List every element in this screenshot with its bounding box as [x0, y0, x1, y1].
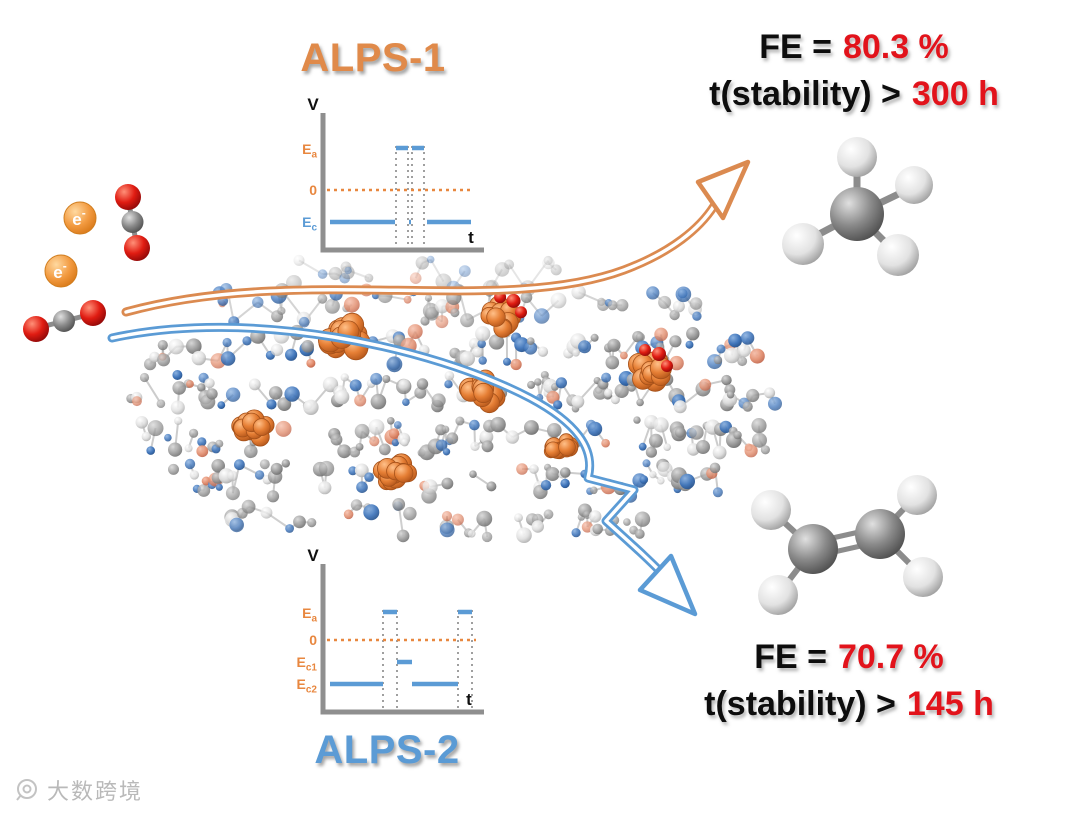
hydrogen-atom — [837, 137, 877, 177]
hydrogen-atom — [897, 475, 937, 515]
electron-badge: e- — [63, 201, 97, 235]
oxygen-atom — [124, 235, 150, 261]
arrow-to-ethylene — [107, 322, 698, 617]
ethylene-result-text: FE = 70.7 % t(stability) > 145 h — [626, 634, 1072, 728]
oxygen-atom — [23, 316, 49, 342]
plot2-waveform — [330, 609, 472, 687]
plot2-ea-label: Ea — [302, 605, 317, 625]
plot2-zero-label: 0 — [309, 632, 317, 648]
stability-line: t(stability) > 145 h — [626, 681, 1072, 728]
plot1-t-axis-label: t — [468, 228, 474, 247]
electron-circle — [44, 254, 78, 288]
fe-line: FE = 70.7 % — [626, 634, 1072, 681]
hydrogen-atom — [782, 223, 824, 265]
electron-circle — [63, 201, 97, 235]
stability-line: t(stability) > 300 h — [636, 71, 1072, 118]
oxygen-atom — [115, 184, 141, 210]
blue-arrowhead-icon — [637, 553, 698, 617]
carbon-atom — [53, 310, 75, 332]
plot1-v-axis-label: V — [307, 95, 319, 114]
alps2-waveform-plot: V t Ea 0 Ec1 Ec2 — [297, 546, 484, 715]
stability-value: 145 h — [906, 684, 994, 723]
plot1-ea-label: Ea — [302, 141, 317, 161]
fe-line: FE = 80.3 % — [636, 24, 1072, 71]
hydrogen-atom — [751, 490, 791, 530]
carbon-atom — [121, 211, 144, 233]
fe-prefix: FE = — [759, 28, 832, 66]
electron-label: e- — [72, 206, 85, 229]
plot2-t-axis-label: t — [466, 690, 472, 709]
ethylene-molecule — [751, 475, 943, 615]
plot1-waveform — [330, 145, 471, 225]
orange-arrowhead-icon — [695, 159, 751, 221]
co2-molecule-1 — [115, 184, 150, 261]
watermark: 大数跨境 — [14, 774, 143, 806]
electron-label: e- — [53, 259, 66, 282]
watermark-text: 大数跨境 — [47, 779, 144, 804]
stability-prefix: t(stability) > — [704, 684, 896, 723]
plot2-ec1-label: Ec1 — [297, 654, 318, 674]
watermark-logo-icon — [16, 779, 37, 801]
carbon-atom — [788, 524, 838, 574]
alps1-waveform-plot: V t Ea 0 Ec — [302, 95, 484, 253]
carbon-atom — [855, 509, 905, 559]
electron-badge: e- — [44, 254, 78, 288]
plot1-zero-label: 0 — [309, 182, 317, 198]
copper-nanoclusters — [231, 291, 673, 491]
alps1-label: ALPS-1 — [300, 36, 446, 80]
molecular-framework — [126, 254, 782, 543]
plot2-v-axis-label: V — [307, 546, 319, 565]
co2-molecule-2 — [23, 300, 106, 342]
fe-value: 70.7 % — [837, 638, 944, 676]
oxygen-atom — [80, 300, 106, 326]
hydrogen-atom — [758, 575, 798, 615]
plot1-ec-label: Ec — [302, 214, 317, 234]
fe-prefix: FE = — [754, 638, 827, 676]
hydrogen-atom — [877, 234, 919, 276]
plot1-axes — [320, 113, 484, 253]
hydrogen-atom — [895, 166, 933, 204]
plot2-ec2-label: Ec2 — [297, 676, 318, 696]
arrow-to-methane — [121, 159, 751, 317]
stability-prefix: t(stability) > — [709, 74, 901, 113]
methane-molecule — [782, 137, 933, 276]
fe-value: 80.3 % — [842, 28, 949, 66]
plot2-axes — [320, 564, 484, 715]
alps2-label: ALPS-2 — [314, 728, 460, 772]
hydrogen-atom — [903, 557, 943, 597]
methane-result-text: FE = 80.3 % t(stability) > 300 h — [636, 24, 1072, 118]
stability-value: 300 h — [911, 74, 999, 113]
carbon-atom — [830, 187, 884, 241]
